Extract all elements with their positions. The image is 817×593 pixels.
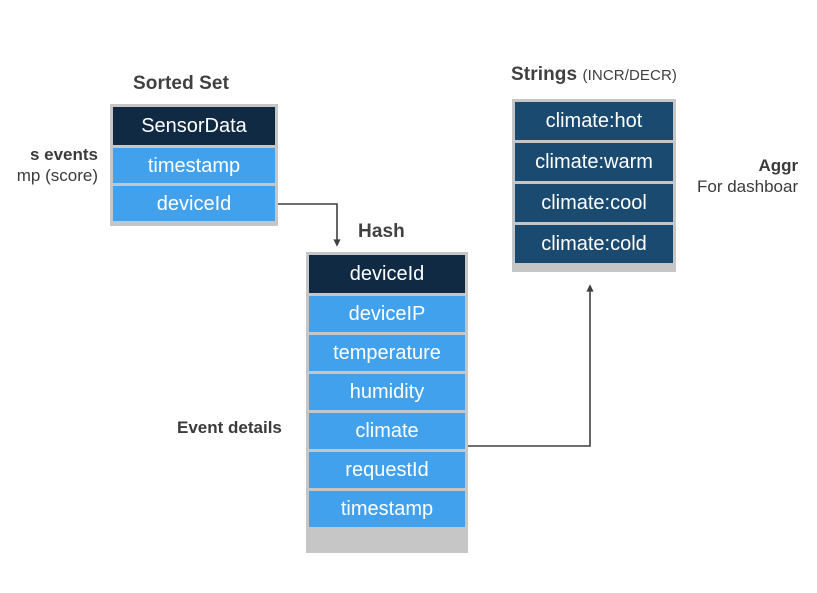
hash-cell-deviceip[interactable]: deviceIP: [309, 296, 465, 332]
hash-title-label: Hash: [358, 221, 405, 242]
sorted-set-cell-timestamp[interactable]: timestamp: [113, 148, 275, 183]
strings-title: Strings (INCR/DECR): [511, 64, 677, 86]
annotation-left: s events mp (score): [0, 144, 98, 186]
sorted-set-cell-deviceid[interactable]: deviceId: [113, 186, 275, 221]
sorted-set-stack: SensorData timestamp deviceId: [110, 104, 278, 226]
hash-cell-climate[interactable]: climate: [309, 413, 465, 449]
annotation-left-line2: mp (score): [16, 166, 98, 185]
hash-cell-humidity[interactable]: humidity: [309, 374, 465, 410]
strings-cell-climate-hot[interactable]: climate:hot: [515, 102, 673, 140]
strings-cell-climate-warm[interactable]: climate:warm: [515, 143, 673, 181]
strings-cell-climate-cold[interactable]: climate:cold: [515, 225, 673, 263]
hash-cell-deviceid[interactable]: deviceId: [309, 255, 465, 293]
connector-hash-to-strings: [468, 284, 594, 447]
hash-cell-timestamp[interactable]: timestamp: [309, 491, 465, 527]
strings-cell-climate-cool[interactable]: climate:cool: [515, 184, 673, 222]
annotation-event-details: Event details: [177, 418, 282, 437]
annotation-right-line1: Aggr: [758, 156, 799, 175]
strings-title-subtitle: (INCR/DECR): [582, 67, 677, 84]
strings-stack: climate:hot climate:warm climate:cool cl…: [512, 99, 676, 272]
annotation-right-line2: For dashboar: [697, 177, 799, 196]
annotation-left-line1: s events: [29, 145, 98, 164]
connector-sortedset-to-hash: [278, 203, 341, 247]
hash-cell-requestid[interactable]: requestId: [309, 452, 465, 488]
hash-cell-temperature[interactable]: temperature: [309, 335, 465, 371]
annotation-right: Aggr For dashboar: [697, 155, 798, 197]
hash-title: Hash: [358, 221, 405, 243]
sorted-set-title-label: Sorted Set: [133, 73, 230, 94]
sorted-set-title: Sorted Set: [133, 73, 229, 95]
hash-stack: deviceId deviceIP temperature humidity c…: [306, 252, 468, 553]
strings-title-label: Strings: [511, 64, 578, 85]
sorted-set-cell-sensordata[interactable]: SensorData: [113, 107, 275, 145]
